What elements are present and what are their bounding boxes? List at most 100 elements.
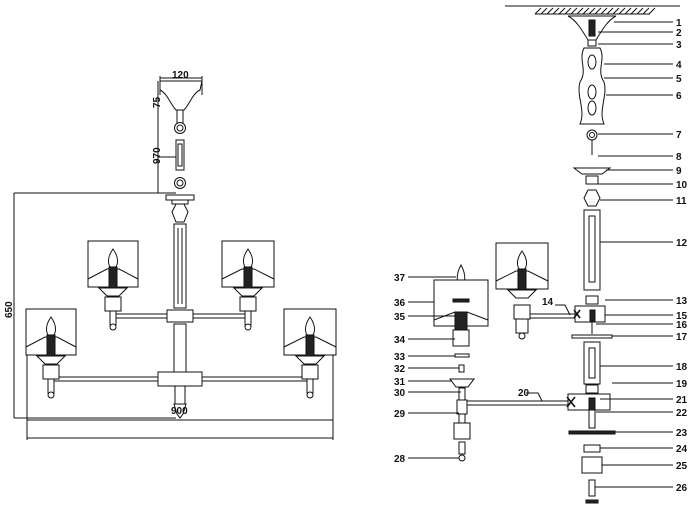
leader-line [526,392,543,402]
tube-slot [588,347,596,379]
ceiling-canopy [159,80,203,111]
ceiling-hatch [588,7,596,15]
drop-ball [244,323,252,331]
ceiling-hatch [552,7,560,15]
candle-socket [305,334,315,358]
chain-link [587,100,597,116]
chain-link [177,143,183,167]
dim-canopy-width: 120 [172,70,189,81]
upper-hub [166,309,194,323]
arm-cup [301,364,319,380]
ceiling-hatch [618,7,626,15]
arm-cup [42,364,60,380]
part-label-18: 18 [676,362,688,373]
dim-canopy-height: 75 [152,96,163,108]
connector-disc [572,167,612,175]
drop-ball [306,391,314,399]
part-label-33: 33 [394,352,406,363]
candle-socket [454,311,468,331]
part-label-17: 17 [676,332,688,343]
washer [454,353,470,358]
crystal-ornament [171,203,189,223]
arm-socket [515,318,529,334]
ceiling-hatch [642,7,650,15]
leader-line [555,304,571,316]
chain-link [587,84,597,100]
part-label-32: 32 [394,364,406,375]
part-label-3: 3 [676,40,682,51]
dim-chain-length: 970 [152,147,163,164]
bottom-nut [583,444,601,453]
connector [171,199,189,205]
ceiling-hatch [606,7,614,15]
ceiling-hatch [576,7,584,15]
hub-screw [588,397,596,411]
drop-stem [458,441,466,455]
drop-stem [244,310,252,326]
arm-stem [458,387,466,401]
candle-socket [46,334,56,358]
connector-disc [165,194,195,201]
finial-stem [588,479,596,497]
part-label-14: 14 [542,297,554,308]
dim-body-height: 650 [4,301,15,318]
chain-ring [589,132,595,138]
hub-screw [589,309,596,323]
drop-ball [458,454,466,462]
part-label-13: 13 [676,296,688,307]
part-label-20: 20 [518,388,530,399]
drop-stem [306,378,314,394]
part-label-9: 9 [676,166,682,177]
ceiling-hatch [540,7,548,15]
ceiling-hatch [546,7,554,15]
part-label-11: 11 [676,196,687,207]
chain-ring [176,124,184,132]
part-label-25: 25 [676,461,688,472]
ceiling-hatch [624,7,632,15]
arm-cup [104,296,122,312]
arm-cup [513,304,531,320]
part-label-12: 12 [676,238,688,249]
crystal-ornament [583,189,601,207]
mounting-screw [588,19,596,37]
assembled-view [13,76,337,440]
ceiling-hatch [564,7,572,15]
bottom-plate [568,430,616,435]
part-label-24: 24 [676,444,688,455]
arm-joint [566,396,576,408]
candle-socket [517,268,527,292]
ceiling-hatch [594,7,602,15]
bobeche-cup [97,287,129,297]
ceiling-hatch [612,7,620,15]
tube-collar [585,384,599,394]
ceiling-hatch [636,7,644,15]
part-label-21: 21 [676,395,688,406]
arm-cup [239,296,257,312]
ceiling-hatch [630,7,638,15]
bobeche-cup [506,289,538,299]
arm-cup [453,422,471,440]
part-label-10: 10 [676,180,688,191]
ceiling-hatch [534,7,542,15]
tube-slot [588,215,596,283]
part-label-15: 15 [676,311,688,322]
drop-stem [109,310,117,326]
part-label-2: 2 [676,28,682,39]
dimension-labels: 120 75 970 650 900 [4,70,189,417]
part-label-26: 26 [676,483,688,494]
part-label-34: 34 [394,335,406,346]
part-label-16: 16 [676,320,688,331]
bobeche-cup [35,355,67,365]
part-label-35: 35 [394,312,406,323]
ceiling-hatch [600,7,608,15]
part-label-7: 7 [676,130,682,141]
drop-ball [47,391,55,399]
finial-cap [585,499,599,504]
exploded-view [433,5,680,504]
part-label-31: 31 [394,377,406,388]
arm-connector [456,399,468,415]
bobeche-plate [571,334,613,339]
drop-stem [47,378,55,394]
ceiling-hatch [558,7,566,15]
